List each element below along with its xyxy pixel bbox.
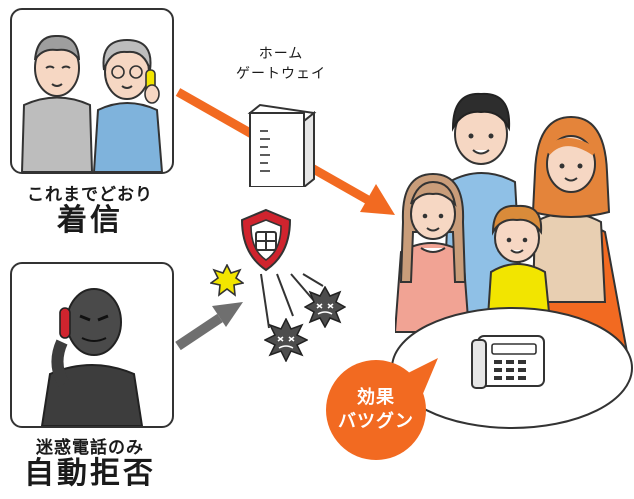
effect-bubble-shape <box>326 358 438 460</box>
legit-caller-caption-line2: 着信 <box>57 203 123 238</box>
gateway-label-line2: ゲートウェイ <box>236 66 326 82</box>
home-gateway-icon <box>247 103 317 187</box>
legit-caller-panel <box>10 8 174 174</box>
spam-caller-illustration <box>40 288 144 426</box>
virus-icon <box>304 286 346 328</box>
effect-bubble-line2: バツグン <box>338 411 414 432</box>
effect-bubble-line1: 効果 <box>357 387 395 408</box>
desk-phone-icon <box>471 335 545 389</box>
gateway-label-line1: ホーム <box>258 46 304 62</box>
yellow-virus-icon <box>210 264 244 297</box>
security-shield-icon <box>240 208 292 272</box>
spam-caller-panel <box>10 262 174 428</box>
deflection-lines <box>260 273 324 329</box>
gray-arrow <box>175 302 243 351</box>
spam-caller-caption-line2: 自動拒否 <box>24 456 156 491</box>
gateway-label: ホーム ゲートウェイ <box>226 44 336 84</box>
effect-bubble-text: 効果 バツグン <box>326 360 426 460</box>
table-with-phone <box>391 307 633 429</box>
legit-caller-caption-line1: これまでどおり <box>27 185 153 205</box>
elderly-couple-illustration <box>20 34 164 172</box>
virus-icon-2 <box>264 318 308 362</box>
spam-caller-caption-line1: 迷惑電話のみ <box>36 438 144 458</box>
